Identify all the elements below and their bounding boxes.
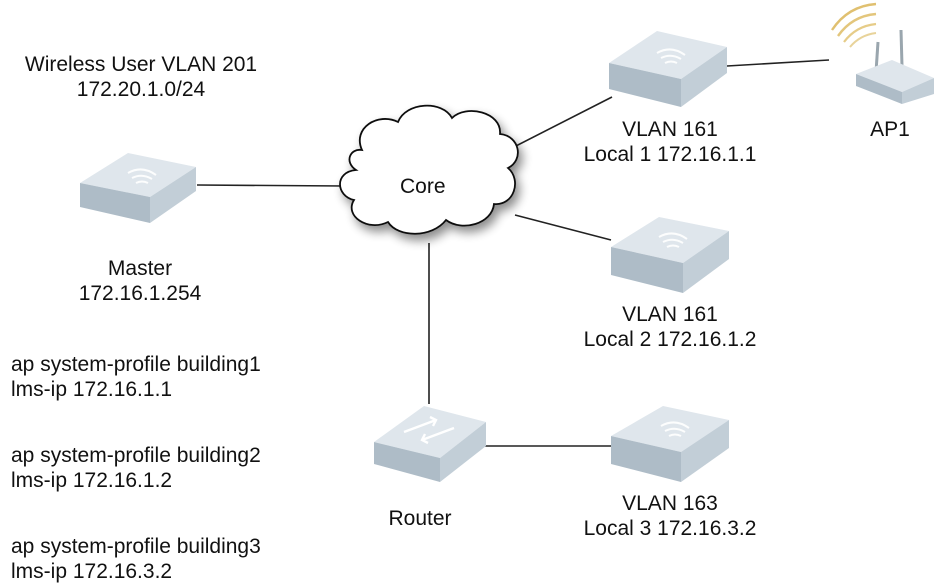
config-lms-ip: lms-ip 172.16.1.2 — [11, 469, 173, 492]
config-block-1: ap system-profile building1 lms-ip 172.1… — [11, 352, 261, 402]
config-lms-ip: lms-ip 172.16.3.2 — [11, 560, 173, 583]
local3-detail: Local 3 172.16.3.2 — [583, 517, 757, 540]
config-lms-ip: lms-ip 172.16.1.1 — [11, 378, 173, 401]
wireless-subnet: 172.20.1.0/24 — [76, 78, 206, 101]
local2-detail: Local 2 172.16.1.2 — [583, 328, 757, 351]
controller-icon[interactable] — [605, 25, 731, 111]
router-label: Router — [388, 507, 452, 530]
ap1-label: AP1 — [870, 118, 910, 141]
local2-vlan: VLAN 161 — [622, 303, 718, 326]
link-core-local1 — [507, 96, 613, 151]
local1-label: VLAN 161 Local 1 172.16.1.1 — [575, 117, 765, 167]
wireless-vlan-note: Wireless User VLAN 201 172.20.1.0/24 — [0, 52, 282, 102]
link-master-core — [196, 184, 346, 187]
controller-icon[interactable] — [607, 213, 733, 297]
core-label: Core — [400, 175, 446, 198]
local1-detail: Local 1 172.16.1.1 — [583, 143, 757, 166]
link-local1-ap1 — [726, 59, 830, 67]
local3-vlan: VLAN 163 — [622, 492, 718, 515]
controller-icon[interactable] — [607, 402, 733, 486]
config-profile: ap system-profile building2 — [11, 444, 261, 467]
access-point-icon[interactable] — [826, 0, 941, 110]
config-block-2: ap system-profile building2 lms-ip 172.1… — [11, 443, 261, 493]
router-icon[interactable] — [370, 402, 488, 486]
master-label: Master 172.16.1.254 — [55, 256, 225, 306]
link-core-local2 — [514, 214, 612, 241]
wireless-vlan-title: Wireless User VLAN 201 — [24, 53, 258, 76]
config-profile: ap system-profile building3 — [11, 535, 261, 558]
local1-vlan: VLAN 161 — [622, 118, 718, 141]
config-block-3: ap system-profile building3 lms-ip 172.1… — [11, 534, 261, 584]
local2-label: VLAN 161 Local 2 172.16.1.2 — [575, 302, 765, 352]
controller-icon[interactable] — [76, 145, 200, 227]
cloud-icon — [339, 104, 519, 235]
local3-label: VLAN 163 Local 3 172.16.3.2 — [570, 491, 770, 541]
master-ip: 172.16.1.254 — [78, 282, 202, 305]
master-name: Master — [107, 257, 173, 280]
config-profile: ap system-profile building1 — [11, 353, 261, 376]
